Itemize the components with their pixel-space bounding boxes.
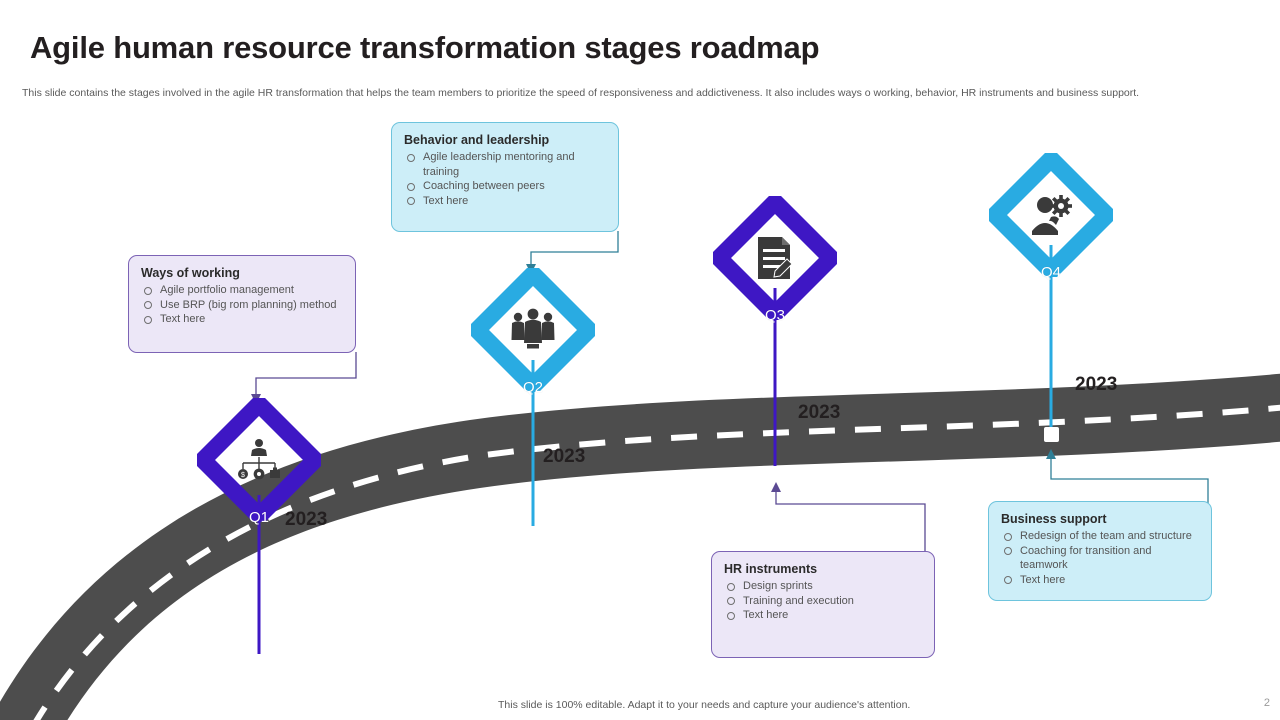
diamond-shape-q2	[471, 268, 595, 392]
list-item-text: Use BRP (big rom planning) method	[160, 298, 337, 311]
quarter-label-q4: Q4	[1040, 264, 1061, 281]
card-list-business-support: Redesign of the team and structure Coach…	[1001, 529, 1199, 587]
info-card-hr-instruments[interactable]: HR instruments Design sprints Training a…	[711, 551, 935, 658]
footer-note: This slide is 100% editable. Adapt it to…	[498, 699, 911, 711]
list-item-text: Coaching between peers	[423, 180, 545, 192]
list-item: Text here	[1001, 573, 1199, 588]
connector-hr-to-road	[775, 490, 926, 566]
bullet-icon	[407, 197, 415, 205]
quarter-label-q1: Q1	[248, 509, 269, 526]
list-item: Text here	[404, 194, 606, 209]
page-title: Agile human resource transformation stag…	[30, 30, 820, 65]
bullet-icon	[407, 153, 415, 162]
list-item: Coaching for transition and teamwork	[1001, 544, 1199, 573]
list-item: Coaching between peers	[404, 179, 606, 194]
card-title-hr-instruments: HR instruments	[724, 562, 818, 576]
bullet-icon	[1004, 547, 1012, 555]
road-marker-q1	[252, 654, 267, 669]
road-marker-q4	[1044, 427, 1059, 442]
bullet-icon	[1004, 576, 1012, 584]
milestone-node-q4[interactable]: Q4	[989, 153, 1113, 281]
list-item: Agile leadership mentoring and training	[404, 150, 606, 179]
card-list-behavior: Agile leadership mentoring and training …	[404, 150, 606, 208]
bullet-icon	[144, 301, 152, 309]
connector-hr-arrowhead	[771, 482, 781, 492]
diamond-shape-q1	[197, 398, 321, 522]
connector-behavior-to-q2	[530, 231, 619, 268]
quarter-label-q2: Q2	[522, 379, 543, 396]
list-item-text: Text here	[743, 609, 789, 621]
bullet-icon	[1004, 532, 1012, 541]
quarter-label-q3: Q3	[764, 307, 785, 324]
info-card-behavior[interactable]: Behavior and leadership Agile leadership…	[391, 122, 619, 232]
card-list-hr-instruments: Design sprints Training and execution Te…	[724, 579, 922, 623]
bullet-icon	[407, 182, 415, 191]
list-item-text: Text here	[1020, 573, 1066, 586]
card-title-business-support: Business support	[1001, 512, 1107, 526]
connector-business-arrowhead	[1046, 449, 1056, 459]
road-marker-q3	[768, 466, 783, 481]
org-chart-icon: $	[229, 430, 289, 490]
diamond-shape-q3	[713, 196, 837, 320]
list-item-text: Text here	[160, 313, 206, 325]
svg-text:$: $	[241, 472, 245, 479]
list-item-text: Coaching for transition and teamwork	[1020, 544, 1152, 572]
bullet-icon	[144, 286, 152, 295]
bullet-icon	[727, 611, 735, 620]
bullet-icon	[727, 597, 735, 605]
card-title-behavior: Behavior and leadership	[404, 133, 550, 147]
milestone-node-q2[interactable]: Q2	[471, 268, 595, 396]
milestone-node-q3[interactable]: Q3	[713, 196, 837, 324]
bullet-icon	[144, 315, 152, 324]
list-item: Use BRP (big rom planning) method	[141, 298, 343, 313]
page-subtitle: This slide contains the stages involved …	[22, 87, 1140, 99]
road-marker-q2	[526, 526, 541, 541]
list-item-text: Text here	[423, 194, 469, 207]
page-number: 2	[1263, 697, 1270, 709]
diamond-shape-q4	[989, 153, 1113, 277]
list-item: Design sprints	[724, 579, 922, 594]
milestone-node-q1[interactable]: $ Q1	[197, 398, 321, 526]
connector-ways-to-q1	[255, 352, 357, 398]
list-item-text: Training and execution	[743, 594, 854, 607]
connector-business-to-road	[1050, 457, 1209, 514]
card-list-ways-of-working: Agile portfolio management Use BRP (big …	[141, 283, 343, 327]
list-item: Training and execution	[724, 594, 922, 609]
year-label-q3: 2023	[798, 402, 841, 423]
list-item-text: Redesign of the team and structure	[1020, 530, 1192, 542]
year-label-q4: 2023	[1075, 374, 1118, 395]
list-item: Agile portfolio management	[141, 283, 343, 298]
list-item-text: Agile leadership mentoring and training	[423, 151, 575, 178]
year-label-q1: 2023	[285, 509, 328, 530]
list-item: Text here	[724, 608, 922, 623]
person-gear-icon	[1021, 185, 1081, 245]
team-people-icon	[503, 300, 563, 360]
list-item-text: Design sprints	[743, 580, 813, 592]
list-item: Redesign of the team and structure	[1001, 529, 1199, 544]
card-title-ways-of-working: Ways of working	[141, 266, 240, 280]
bullet-icon	[727, 582, 735, 591]
list-item-text: Agile portfolio management	[160, 284, 294, 296]
road-center-dash	[33, 404, 1280, 720]
list-item: Text here	[141, 312, 343, 327]
info-card-ways-of-working[interactable]: Ways of working Agile portfolio manageme…	[128, 255, 356, 353]
year-label-q2: 2023	[543, 446, 586, 467]
info-card-business-support[interactable]: Business support Redesign of the team an…	[988, 501, 1212, 601]
document-pen-icon	[745, 228, 805, 288]
